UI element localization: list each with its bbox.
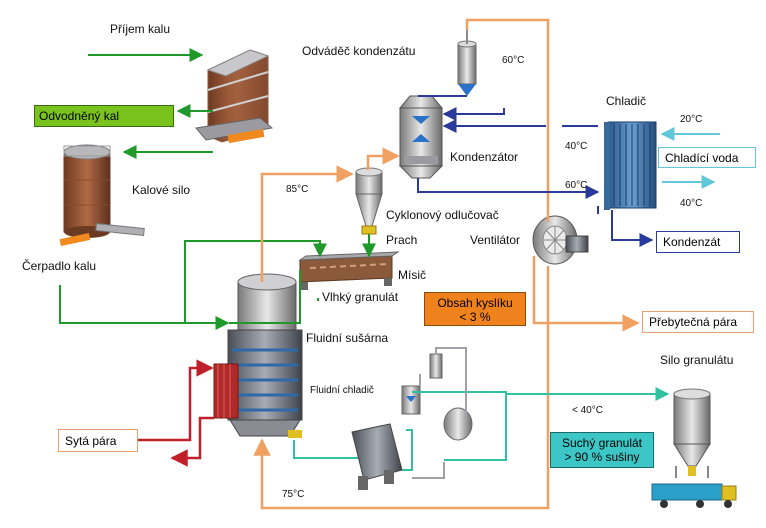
label-temp-60-top: 60°C <box>502 55 525 66</box>
sludge-silo-icon <box>59 144 145 247</box>
label-misic: Mísič <box>398 268 426 282</box>
label-temp-60-mid: 60°C <box>565 180 588 191</box>
label-prijem-kalu: Příjem kalu <box>110 22 171 36</box>
box-prebytecna-para: Přebytečná pára <box>642 311 754 333</box>
label-temp-20: 20°C <box>680 114 703 125</box>
label-kondenzator: Kondenzátor <box>450 150 519 164</box>
condenser-icon <box>398 95 444 179</box>
label-temp-85: 85°C <box>286 184 309 195</box>
label-fluidni-susarna: Fluidní sušárna <box>306 331 389 345</box>
obsah-kysliku-line2: < 3 % <box>459 310 491 324</box>
label-temp-lt40: < 40°C <box>572 405 603 416</box>
fluid-bed-dryer-icon <box>213 273 303 438</box>
fan-icon <box>532 215 589 265</box>
box-kondenzat: Kondenzát <box>656 231 740 253</box>
plate-cooler-icon <box>604 121 657 210</box>
suchy-granulat-line2: > 90 % sušiny <box>564 450 640 464</box>
red-steam-lines <box>137 359 214 467</box>
label-cerpadlo-kalu: Čerpadlo kalu <box>22 259 97 273</box>
label-kalove-silo: Kalové silo <box>132 183 191 197</box>
label-fluidni-chladic: Fluidní chladič <box>310 385 374 396</box>
label-prach: Prach <box>386 233 418 247</box>
cyclone-separator-icon <box>355 167 383 235</box>
cooling-water-lines <box>660 127 720 189</box>
condensate-trap-icon <box>457 30 477 96</box>
receiving-bunker-icon <box>195 49 274 144</box>
label-temp-40-right: 40°C <box>680 198 703 209</box>
mixer-icon <box>298 251 400 290</box>
label-silo-granulatu: Silo granulátu <box>660 353 734 367</box>
label-ventilator: Ventilátor <box>470 233 521 247</box>
granulate-silo-icon <box>673 388 711 478</box>
label-cyklonovy-odlucovac: Cyklonový odlučovač <box>386 208 499 222</box>
label-temp-75: 75°C <box>282 489 305 500</box>
truck-icon <box>651 483 737 508</box>
label-odvadec-kondenzatu: Odváděč kondenzátu <box>302 44 416 58</box>
obsah-kysliku-line1: Obsah kyslíku <box>437 296 513 310</box>
box-syta-para: Sytá pára <box>58 429 138 452</box>
grey-pipes <box>412 347 467 479</box>
blue-flow-lines <box>417 95 654 247</box>
box-suchy-granulat: Suchý granulát > 90 % sušiny <box>550 432 654 468</box>
label-temp-40-left: 40°C <box>565 141 588 152</box>
box-chladici-voda: Chladící voda <box>658 147 756 168</box>
fluid-cooler-icon <box>351 353 473 490</box>
orange-flow-lines <box>253 18 640 510</box>
green-flow-lines <box>59 48 376 330</box>
label-vlhky-granulat: Vlhký granulát <box>322 290 399 304</box>
teal-flow-lines <box>293 387 670 471</box>
label-chladic: Chladič <box>606 94 647 108</box>
box-obsah-kysliku: Obsah kyslíku < 3 % <box>424 292 526 326</box>
box-odvodneny-kal: Odvodněný kal <box>34 105 174 127</box>
suchy-granulat-line1: Suchý granulát <box>561 436 643 450</box>
